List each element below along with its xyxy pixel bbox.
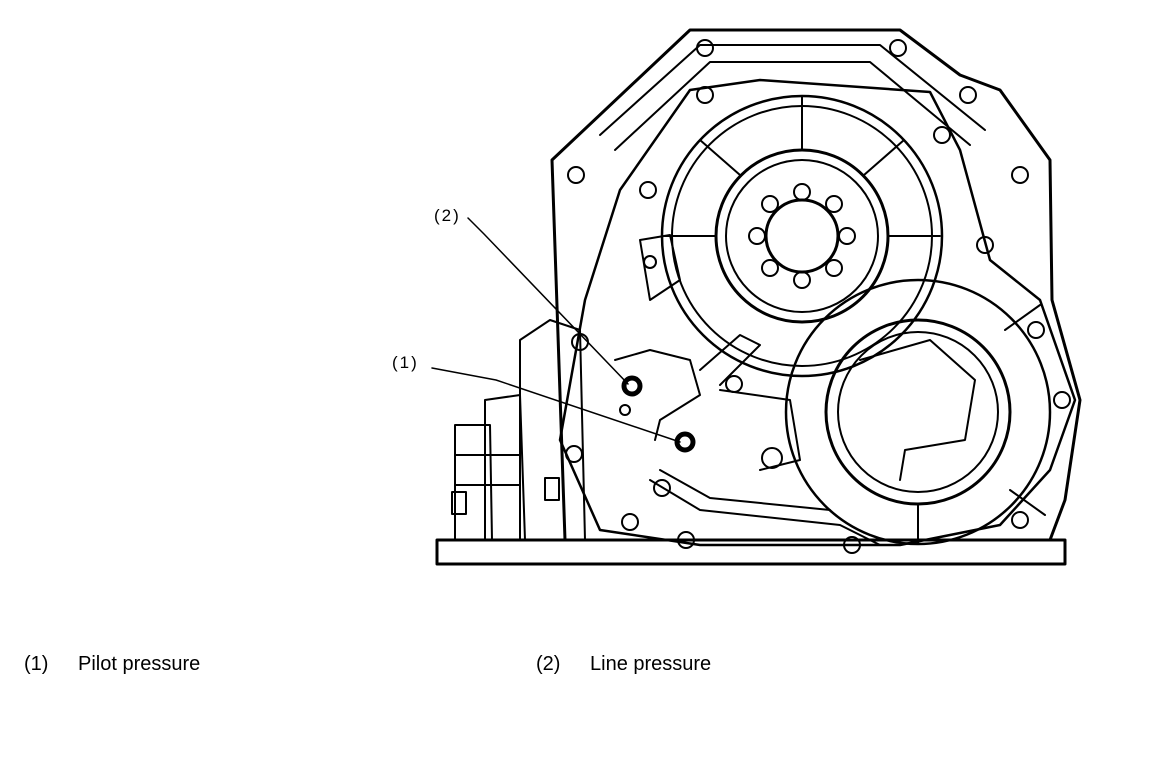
- callout-1: (1): [392, 353, 419, 372]
- legend-text-1: Pilot pressure: [78, 653, 201, 675]
- callout-2: (2): [434, 206, 461, 225]
- legend-number-2: (2): [536, 653, 561, 675]
- legend-item-2: (2) Line pressure: [536, 653, 711, 676]
- legend-text-2: Line pressure: [590, 653, 712, 675]
- line-pressure-port: [621, 375, 643, 397]
- leader-line-2: [467, 217, 629, 385]
- gasket-face: [558, 78, 1077, 547]
- pilot-pressure-port: [674, 431, 696, 453]
- legend-item-1: (1) Pilot pressure: [24, 653, 200, 676]
- upper-gear: [660, 94, 944, 378]
- legend-number-1: (1): [24, 653, 49, 675]
- top-flange: [599, 44, 986, 136]
- base-plate: [435, 538, 1067, 566]
- lower-bore: [784, 278, 1052, 546]
- valve-body-blocks: [451, 319, 586, 541]
- bolt-holes: [565, 39, 1071, 554]
- top-flange-inner: [614, 61, 971, 151]
- leader-line-1: [431, 367, 681, 443]
- outer-housing: [550, 28, 1082, 542]
